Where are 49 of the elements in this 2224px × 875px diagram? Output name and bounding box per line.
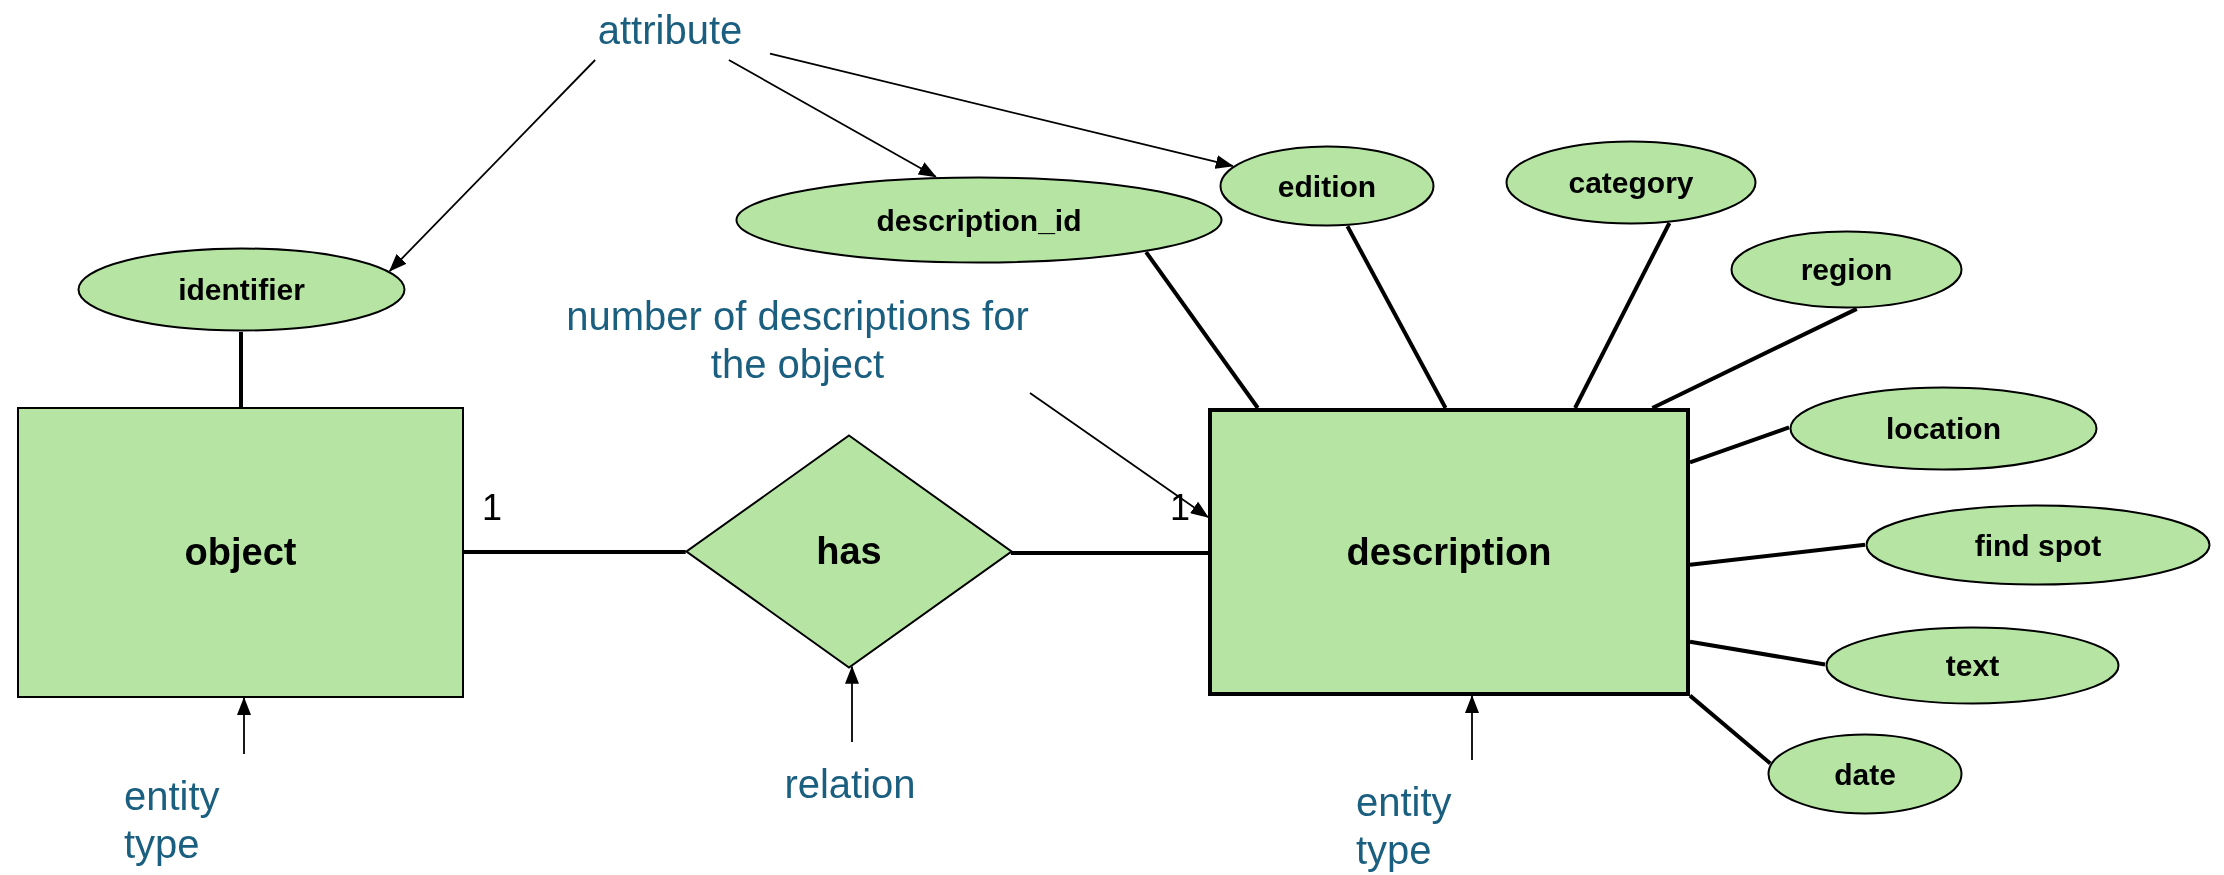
attribute-name: date — [1834, 756, 1896, 793]
connector-line — [1144, 250, 1260, 410]
connector-line — [239, 332, 243, 407]
attribute-name: location — [1886, 411, 2001, 447]
relationship-diamond — [685, 434, 1013, 669]
cardinality-label: 1 — [482, 488, 503, 528]
attribute-ellipse — [1767, 733, 1963, 815]
relationship-name: has — [816, 529, 882, 574]
attribute-name: identifier — [178, 272, 305, 308]
annotation-text: number of descriptions for the object — [565, 292, 1030, 396]
connector-line — [1345, 225, 1448, 409]
cardinality-label: 1 — [1170, 488, 1191, 528]
connector-line — [1689, 639, 1826, 667]
connector-line — [464, 550, 686, 554]
annotation-text: attribute — [570, 6, 770, 60]
attribute-ellipse — [735, 176, 1223, 264]
entity-name: object — [184, 530, 297, 575]
attribute-ellipse — [1789, 386, 2098, 471]
connector-line — [1651, 307, 1858, 410]
connector-line — [1573, 222, 1672, 409]
attribute-ellipse — [1730, 230, 1963, 309]
entity-box — [1208, 408, 1690, 696]
arrow — [1029, 392, 1209, 518]
attribute-ellipse — [1825, 626, 2120, 705]
attribute-name: description_id — [876, 202, 1082, 239]
attribute-ellipse — [77, 247, 406, 332]
entity-box — [17, 407, 464, 698]
arrow — [769, 52, 1234, 169]
attribute-name: edition — [1277, 168, 1377, 205]
connector-line — [1688, 694, 1772, 765]
arrow — [727, 59, 937, 178]
attribute-name: region — [1800, 252, 1893, 288]
entity-name: description — [1346, 529, 1552, 575]
attribute-name: category — [1568, 165, 1694, 201]
arrow — [1465, 695, 1479, 761]
attribute-name: text — [1945, 648, 2000, 684]
attribute-ellipse — [1219, 145, 1435, 227]
attribute-ellipse — [1865, 504, 2211, 586]
arrow — [845, 665, 859, 743]
attribute-name: find spot — [1974, 527, 2102, 564]
connector-line — [1689, 425, 1790, 465]
connector-line — [1689, 542, 1866, 567]
annotation-text: relation — [765, 760, 935, 814]
arrow — [237, 697, 251, 755]
attribute-ellipse — [1505, 140, 1757, 225]
connector-line — [1010, 551, 1208, 555]
arrow — [388, 59, 597, 272]
annotation-text: entity type — [1356, 778, 1478, 874]
annotation-text: entity type — [124, 772, 246, 872]
